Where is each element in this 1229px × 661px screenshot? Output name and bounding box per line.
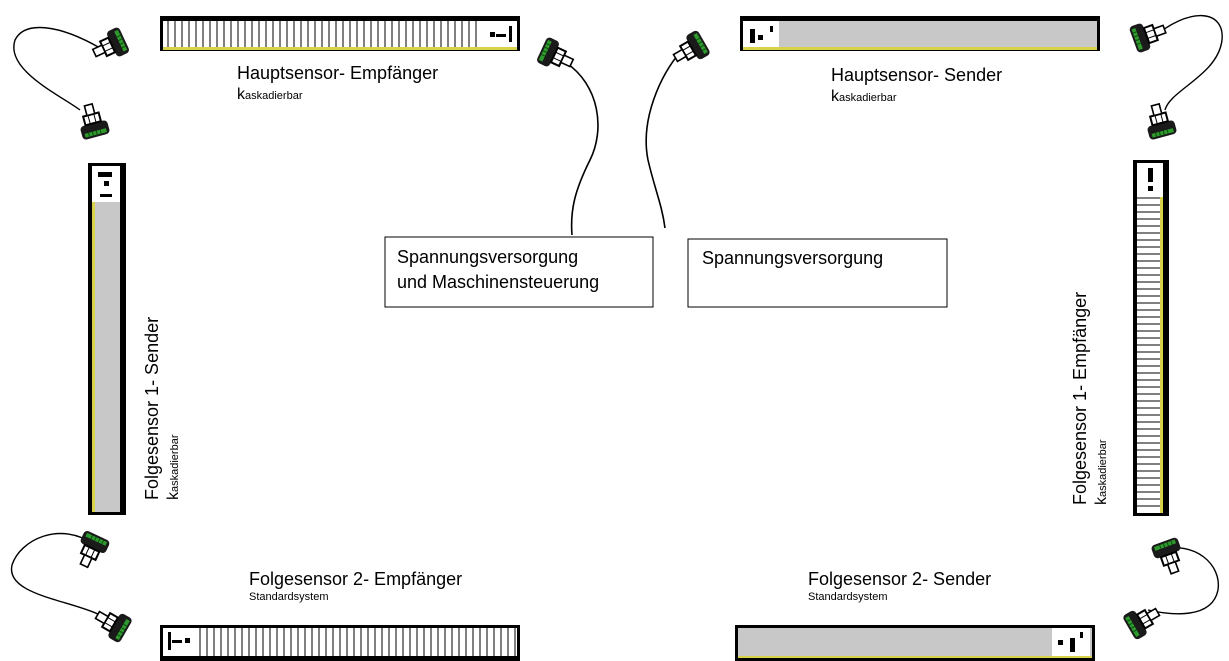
cable-top-left-loop [13,26,101,111]
follower2-sender-bar [735,625,1095,661]
follower1-sender-subtitle: kaskadierbar [165,434,182,500]
power-and-control-box: Spannungsversorgung und Maschinensteueru… [384,236,654,308]
follower1-sender-bar [88,163,126,515]
master-sender-subtitle: kaskadierbar [831,88,897,105]
power-and-control-line2: und Maschinensteuerung [397,272,599,292]
connector-icon [1120,598,1166,642]
connector-icon [73,100,112,142]
cable-master-receiver-to-box [564,61,599,236]
connector-icon [1127,14,1171,55]
follower2-sender-subtitle: Standardsystem [808,591,887,603]
master-receiver-title: Hauptsensor- Empfänger [237,63,438,83]
follower2-sender-title: Folgesensor 2- Sender [808,569,991,589]
cable-bottom-right-loop [1147,547,1219,615]
connector-icon [1149,535,1190,579]
power-box: Spannungsversorgung [687,238,948,308]
cable-master-sender-to-box [645,49,683,229]
connector-icon [89,601,135,645]
cable-bottom-left-loop [10,532,101,616]
follower1-receiver-title: Folgesensor 1- Empfänger [1070,292,1090,505]
connector-icon [1140,100,1179,142]
power-line1: Spannungsversorgung [702,248,883,268]
follower2-receiver-subtitle: Standardsystem [249,591,328,603]
master-sender-bar [740,16,1100,51]
cable-top-right-loop [1149,14,1223,111]
power-and-control-line1: Spannungsversorgung [397,247,578,267]
follower1-receiver-subtitle: kaskadierbar [1093,439,1110,505]
master-receiver-subtitle: kaskadierbar [237,86,303,103]
connector-icon [87,25,132,67]
follower2-receiver-bar [160,625,520,661]
master-sender-title: Hauptsensor- Sender [831,65,1002,85]
connector-icon [534,35,579,77]
follower1-sender-title: Folgesensor 1- Sender [142,317,162,500]
follower1-receiver-bar [1133,160,1169,516]
connector-icon [667,28,713,72]
follower2-receiver-title: Folgesensor 2- Empfänger [249,569,462,589]
master-receiver-bar [160,16,520,51]
